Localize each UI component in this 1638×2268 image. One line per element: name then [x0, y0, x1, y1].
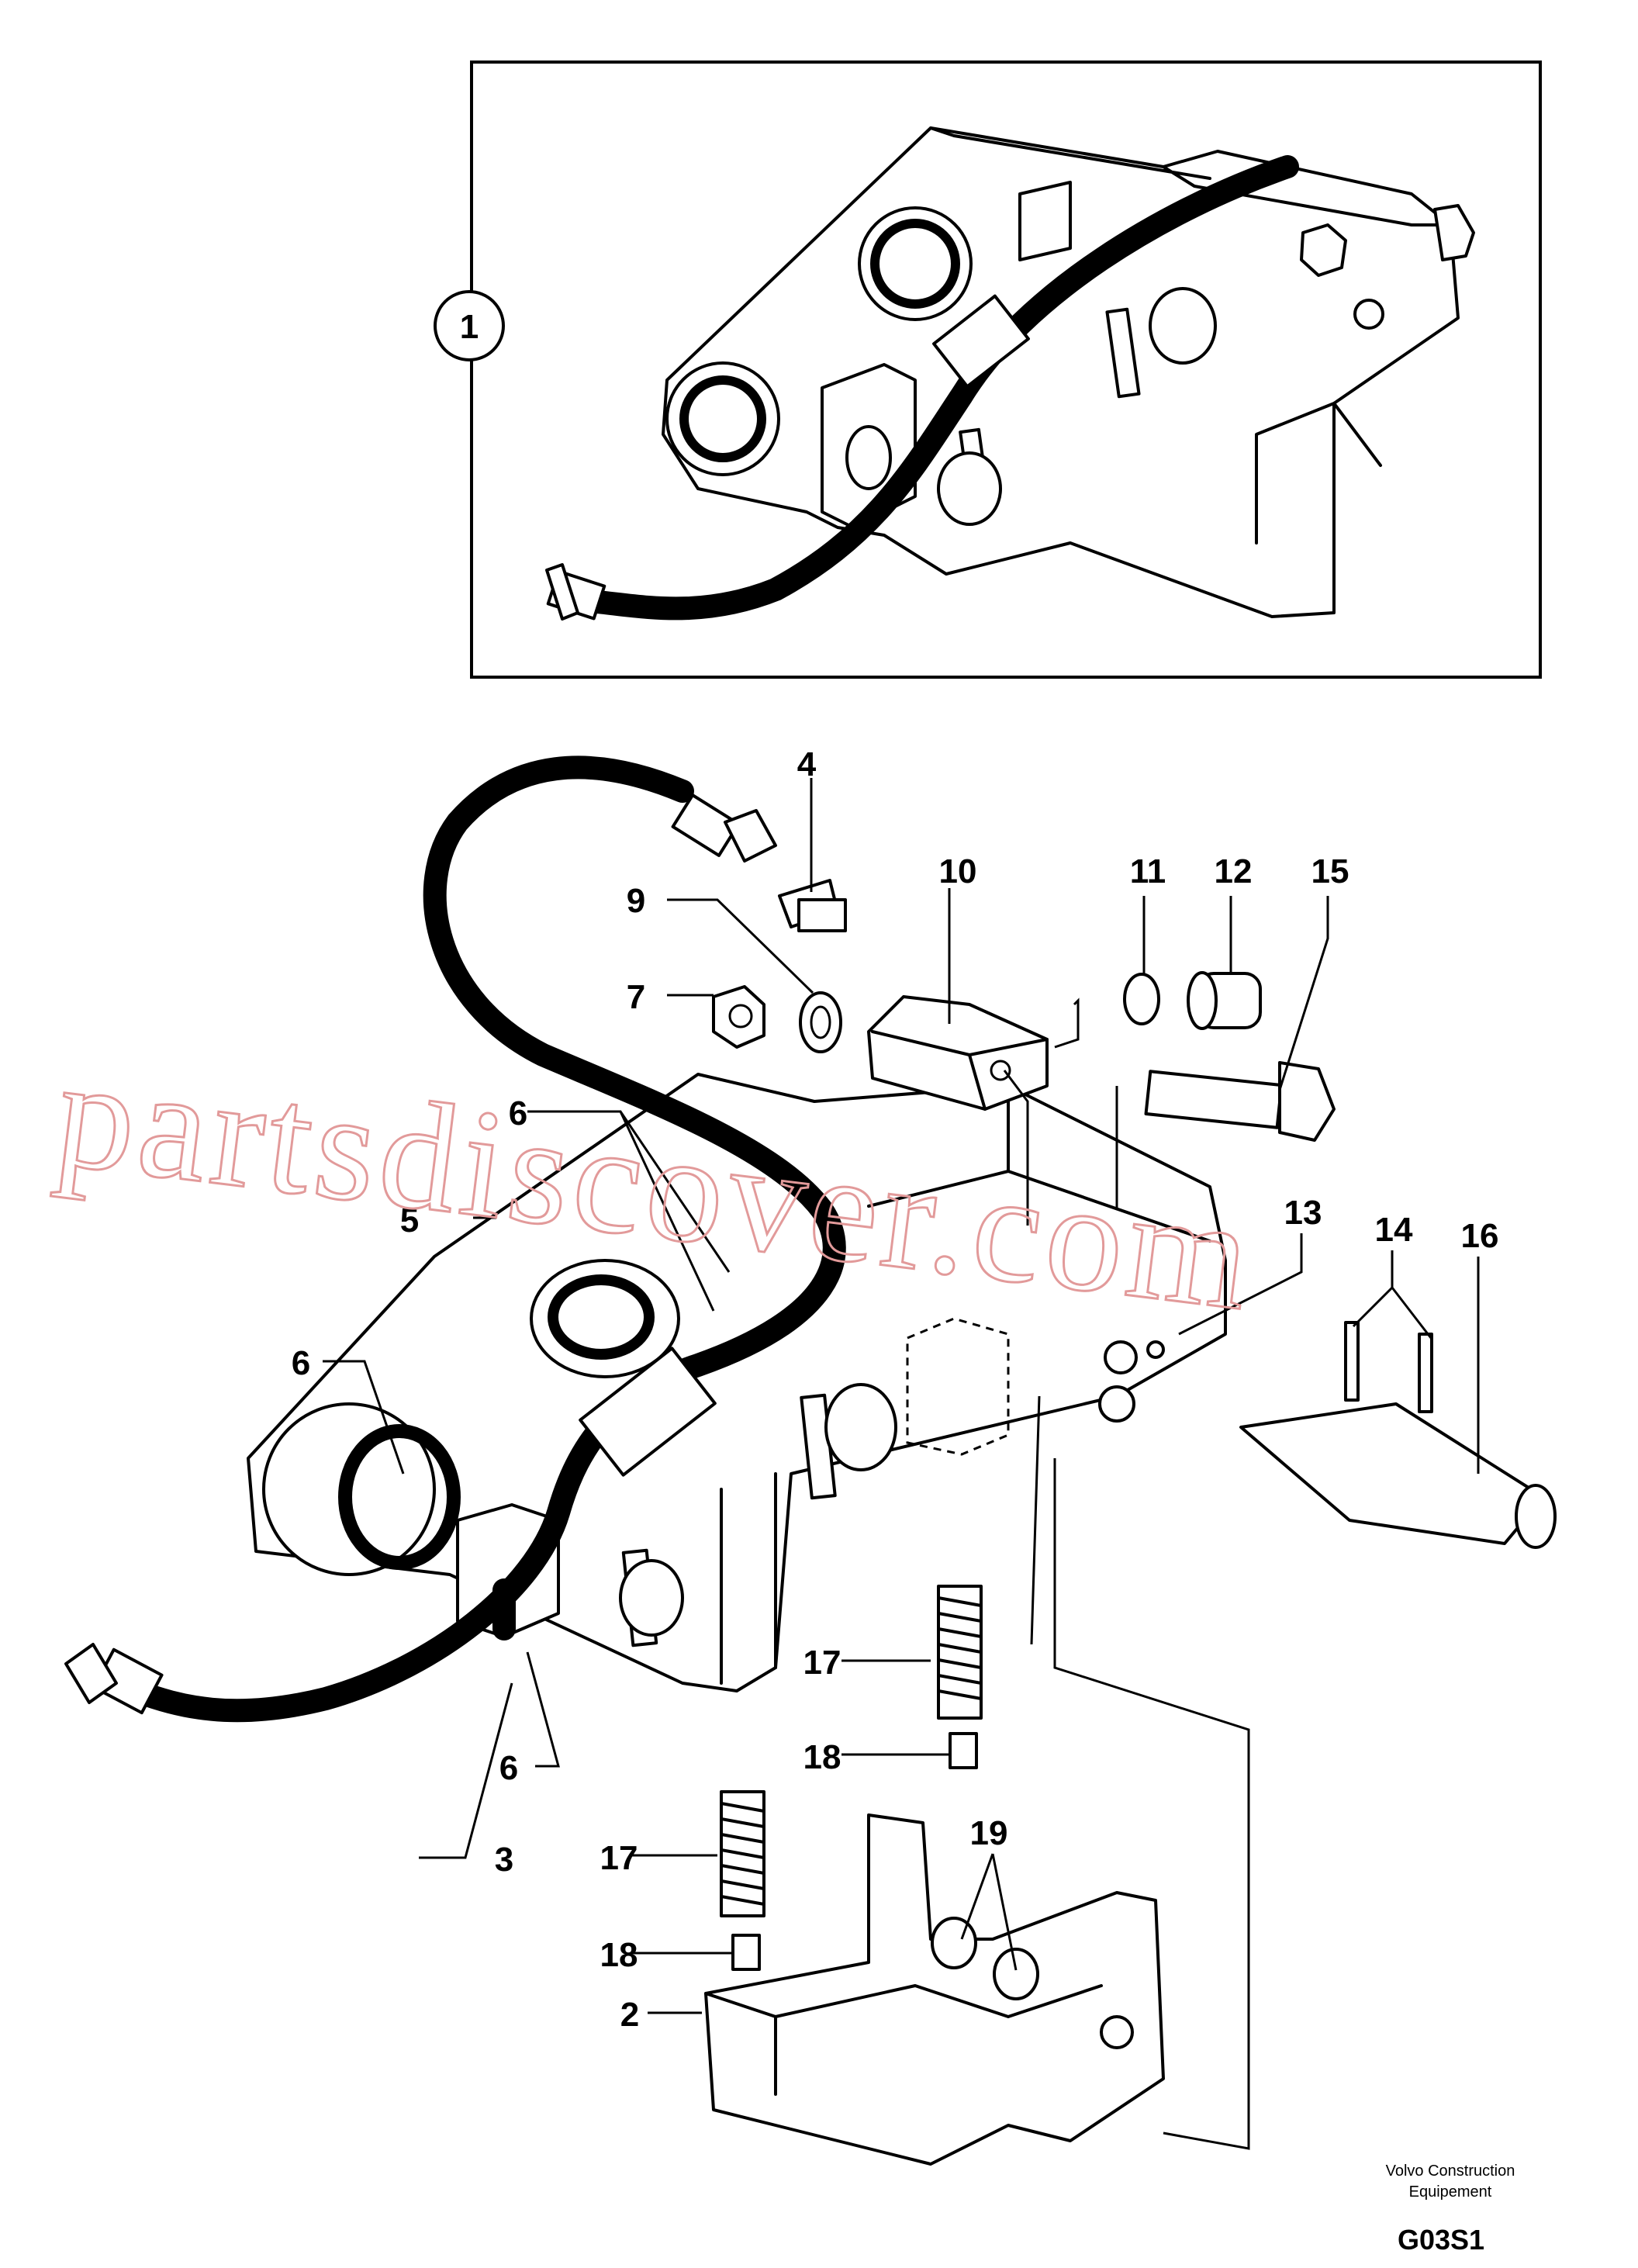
callout-13: 13: [1284, 1194, 1322, 1232]
exploded-view: 4 9 7 10 11 12 15 13 14 16 6 5 6 6 3 17 …: [64, 745, 1557, 2166]
callout-16: 16: [1461, 1217, 1499, 1255]
callout-6-top: 6: [509, 1094, 527, 1132]
callout-11: 11: [1130, 852, 1166, 890]
callout-17-upper: 17: [803, 1644, 841, 1682]
callout-18-upper: 18: [803, 1738, 841, 1776]
company-line-1: Volvo Construction: [1386, 2163, 1515, 2180]
figure-code: G03S1: [1398, 2224, 1484, 2256]
spring-17-lower: [720, 1790, 765, 1917]
callout-1-label: 1: [460, 308, 479, 346]
part-4-fitting: [778, 879, 847, 932]
callout-6-bottom: 6: [499, 1749, 518, 1787]
leader-lines: [323, 778, 1480, 2150]
callout-12: 12: [1215, 852, 1253, 890]
spring-17-upper: [937, 1585, 983, 1720]
callout-10: 10: [939, 852, 977, 890]
callout-17-lower: 17: [600, 1839, 638, 1877]
callout-9: 9: [627, 882, 645, 920]
company-line-2: Equipement: [1409, 2183, 1492, 2201]
callout-15: 15: [1311, 852, 1349, 890]
footer: Volvo Construction Equipement G03S1: [1386, 2163, 1515, 2256]
callout-3: 3: [495, 1841, 513, 1879]
callout-18-lower: 18: [600, 1936, 638, 1974]
callout-2: 2: [620, 1996, 639, 2034]
callout-4: 4: [797, 745, 817, 783]
callout-1: 1: [434, 290, 505, 361]
callout-5: 5: [400, 1201, 419, 1239]
callout-6-left: 6: [292, 1344, 310, 1382]
callout-14: 14: [1375, 1211, 1413, 1249]
callout-19: 19: [970, 1814, 1008, 1852]
callout-7: 7: [627, 978, 645, 1016]
assembly-inset: 1: [434, 61, 1542, 679]
